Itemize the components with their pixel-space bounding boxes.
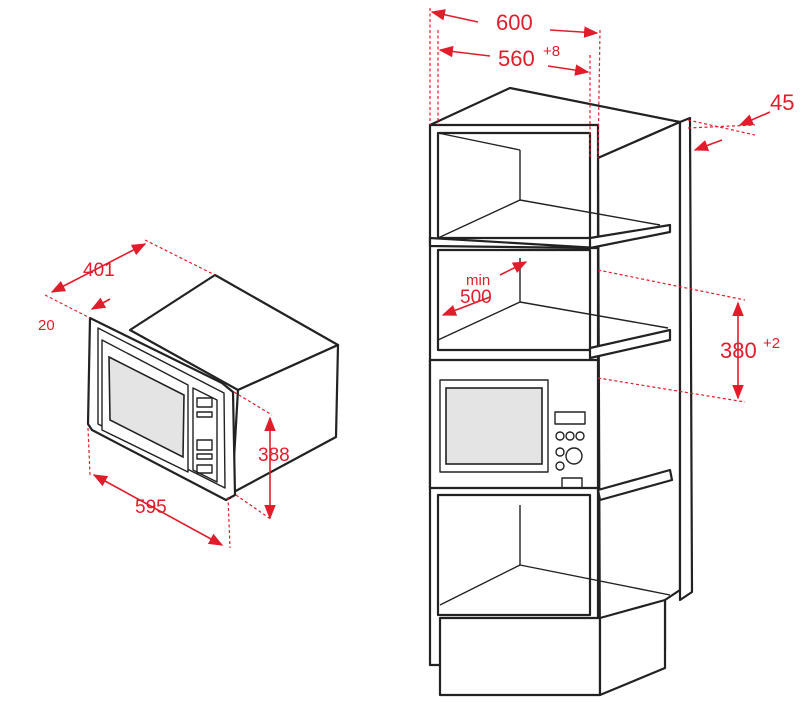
installed-display bbox=[554, 411, 586, 425]
ext-line bbox=[597, 29, 601, 159]
lower-compartment bbox=[436, 493, 592, 617]
outer-width-arrow-left bbox=[430, 9, 479, 23]
inner-edge bbox=[519, 564, 671, 596]
inner-edge bbox=[519, 301, 669, 329]
microwave-window bbox=[108, 355, 185, 459]
installed-button bbox=[555, 447, 565, 457]
upper-compartment bbox=[436, 131, 592, 240]
frame-label: 20 bbox=[38, 317, 55, 334]
niche-height-tolerance: +2 bbox=[763, 335, 780, 352]
shelf bbox=[588, 223, 672, 250]
width-label: 595 bbox=[135, 497, 167, 518]
ext-line bbox=[235, 494, 273, 521]
ext-line bbox=[597, 377, 746, 403]
plinth-side bbox=[598, 598, 667, 697]
niche-width-arrow-right bbox=[547, 64, 590, 76]
width-dimension-line bbox=[92, 474, 224, 546]
outer-width-label: 600 bbox=[496, 10, 533, 35]
niche-width-label: 560 bbox=[498, 46, 535, 71]
ext-line bbox=[144, 239, 216, 276]
niche-height-label: 380 bbox=[720, 338, 757, 363]
min-depth-arrow bbox=[441, 296, 491, 316]
cabinet-drawing bbox=[428, 86, 694, 697]
installed-knob bbox=[565, 447, 583, 465]
microwave-button bbox=[196, 464, 213, 474]
wall-gap-arrow bbox=[693, 139, 723, 151]
ext-line bbox=[44, 294, 91, 319]
microwave-drawing bbox=[86, 273, 340, 502]
shelf bbox=[596, 468, 674, 502]
cabinet-side bbox=[596, 120, 682, 670]
cabinet-plinth bbox=[438, 616, 602, 697]
outer-width-arrow-right bbox=[549, 26, 599, 38]
wall-strip bbox=[678, 116, 694, 602]
ext-line bbox=[687, 119, 756, 136]
height-label: 388 bbox=[258, 445, 290, 466]
wall-gap-arrow bbox=[738, 111, 771, 126]
ext-line bbox=[233, 391, 273, 416]
inner-edge bbox=[437, 132, 521, 151]
microwave-button bbox=[196, 411, 213, 418]
depth-label: 401 bbox=[83, 260, 115, 281]
installed-window bbox=[445, 387, 543, 465]
ext-line bbox=[227, 496, 231, 549]
min-depth-arrow bbox=[499, 261, 528, 276]
frame-dimension-line bbox=[90, 297, 111, 310]
shelf bbox=[588, 328, 672, 360]
installed-button bbox=[555, 431, 565, 441]
microwave-dimensions: 401 20 388 595 bbox=[38, 239, 290, 549]
installed-button bbox=[555, 461, 565, 471]
microwave-button bbox=[196, 439, 213, 451]
installed-button bbox=[575, 431, 585, 441]
microwave-display bbox=[196, 397, 213, 408]
niche-width-arrow-left bbox=[438, 45, 491, 58]
depth-dimension-line bbox=[50, 243, 147, 293]
inner-edge bbox=[439, 564, 521, 606]
inner-edge bbox=[519, 199, 661, 226]
min-label: min bbox=[466, 272, 490, 289]
microwave-button bbox=[196, 453, 213, 460]
min-value-label: 500 bbox=[460, 287, 492, 308]
cabinet-dimensions: 600 560 +8 45 min 500 380 +2 bbox=[429, 8, 794, 403]
niche-width-tolerance: +8 bbox=[543, 43, 560, 60]
installed-button bbox=[561, 477, 583, 489]
ext-line bbox=[87, 427, 91, 476]
inner-edge bbox=[437, 301, 521, 341]
installed-button bbox=[565, 431, 575, 441]
wall-gap-label: 45 bbox=[770, 90, 794, 115]
inner-edge bbox=[437, 199, 521, 239]
shelf-front bbox=[428, 236, 600, 250]
